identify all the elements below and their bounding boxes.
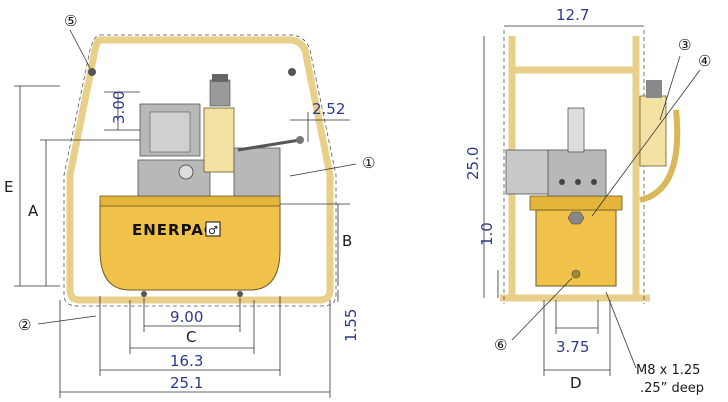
callout-2-leader — [37, 315, 97, 325]
thread-note-leader — [605, 291, 637, 369]
front-view: ENERPAC ♂ 3.00 2.52 E A B — [4, 12, 375, 398]
dim-251-label: 25.1 — [170, 374, 203, 392]
control-handle — [237, 138, 301, 152]
callout-4: ④ — [698, 52, 711, 70]
brand-mark: ♂ — [208, 224, 218, 237]
callout-1: ① — [362, 154, 375, 172]
dim-10-label: 1.0 — [478, 222, 496, 246]
callout-1-leader — [289, 163, 357, 177]
front-roll-cage-outline — [63, 34, 337, 307]
filter-housing — [203, 107, 235, 173]
front-reservoir-tank — [99, 199, 281, 291]
tank-foot-right — [237, 291, 243, 297]
dim-252-label: 2.52 — [312, 100, 345, 118]
filter-cap — [209, 79, 231, 107]
cage-bolt-right — [288, 68, 296, 76]
dim-155-label: 1.55 — [342, 309, 360, 342]
motor-fan-cover — [149, 111, 191, 153]
dim-250-label: 25.0 — [464, 147, 482, 180]
side-view: 12.7 25.0 1.0 3.75 D M8 x 1.25 .25” deep… — [464, 6, 711, 396]
side-port-2 — [575, 179, 581, 185]
side-hose — [639, 109, 681, 203]
side-tank-lid — [529, 195, 623, 211]
callout-5-leader — [69, 29, 91, 69]
callout-6: ⑥ — [494, 336, 507, 354]
tank-foot-left — [141, 291, 147, 297]
pump-body — [137, 159, 211, 197]
callout-6-leader — [511, 277, 573, 341]
dim-900-label: 9.00 — [170, 308, 203, 326]
side-mount-hole — [571, 269, 581, 279]
side-port-1 — [559, 179, 565, 185]
cage-bolt-left — [88, 68, 96, 76]
side-pump-body — [547, 149, 607, 197]
side-valve-handle — [567, 107, 585, 153]
thread-note-line1: M8 x 1.25 — [636, 363, 700, 378]
side-drain-plug — [567, 211, 585, 225]
front-tank-lid — [99, 195, 281, 207]
callout-3: ③ — [678, 36, 691, 54]
callout-3-leader — [659, 55, 681, 121]
dim-300-label: 3.00 — [110, 91, 128, 124]
enerpac-brand: ENERPAC — [132, 221, 216, 239]
side-filter-housing — [639, 95, 667, 167]
side-port-3 — [591, 179, 597, 185]
front-roll-cage — [66, 36, 334, 304]
dim-d-label: D — [570, 374, 582, 392]
dim-127-label: 12.7 — [556, 6, 589, 24]
top-knob — [212, 74, 228, 82]
control-handle-knob — [296, 136, 304, 144]
brand-logo-box — [205, 221, 221, 237]
callout-5: ⑤ — [64, 12, 77, 30]
dim-b-label: B — [342, 232, 352, 250]
dim-c-label: C — [186, 328, 196, 346]
callout-2: ② — [18, 316, 31, 334]
side-filter-cap — [646, 80, 662, 98]
dim-163-label: 16.3 — [170, 352, 203, 370]
dim-375-label: 3.75 — [556, 338, 589, 356]
dim-e-label: E — [4, 178, 13, 196]
side-motor-end — [505, 149, 549, 195]
dim-a-label: A — [28, 202, 39, 220]
valve-block — [233, 147, 281, 197]
callout-4-leader — [591, 69, 701, 217]
thread-note-line2: .25” deep — [640, 381, 704, 396]
pump-gauge — [178, 164, 194, 180]
